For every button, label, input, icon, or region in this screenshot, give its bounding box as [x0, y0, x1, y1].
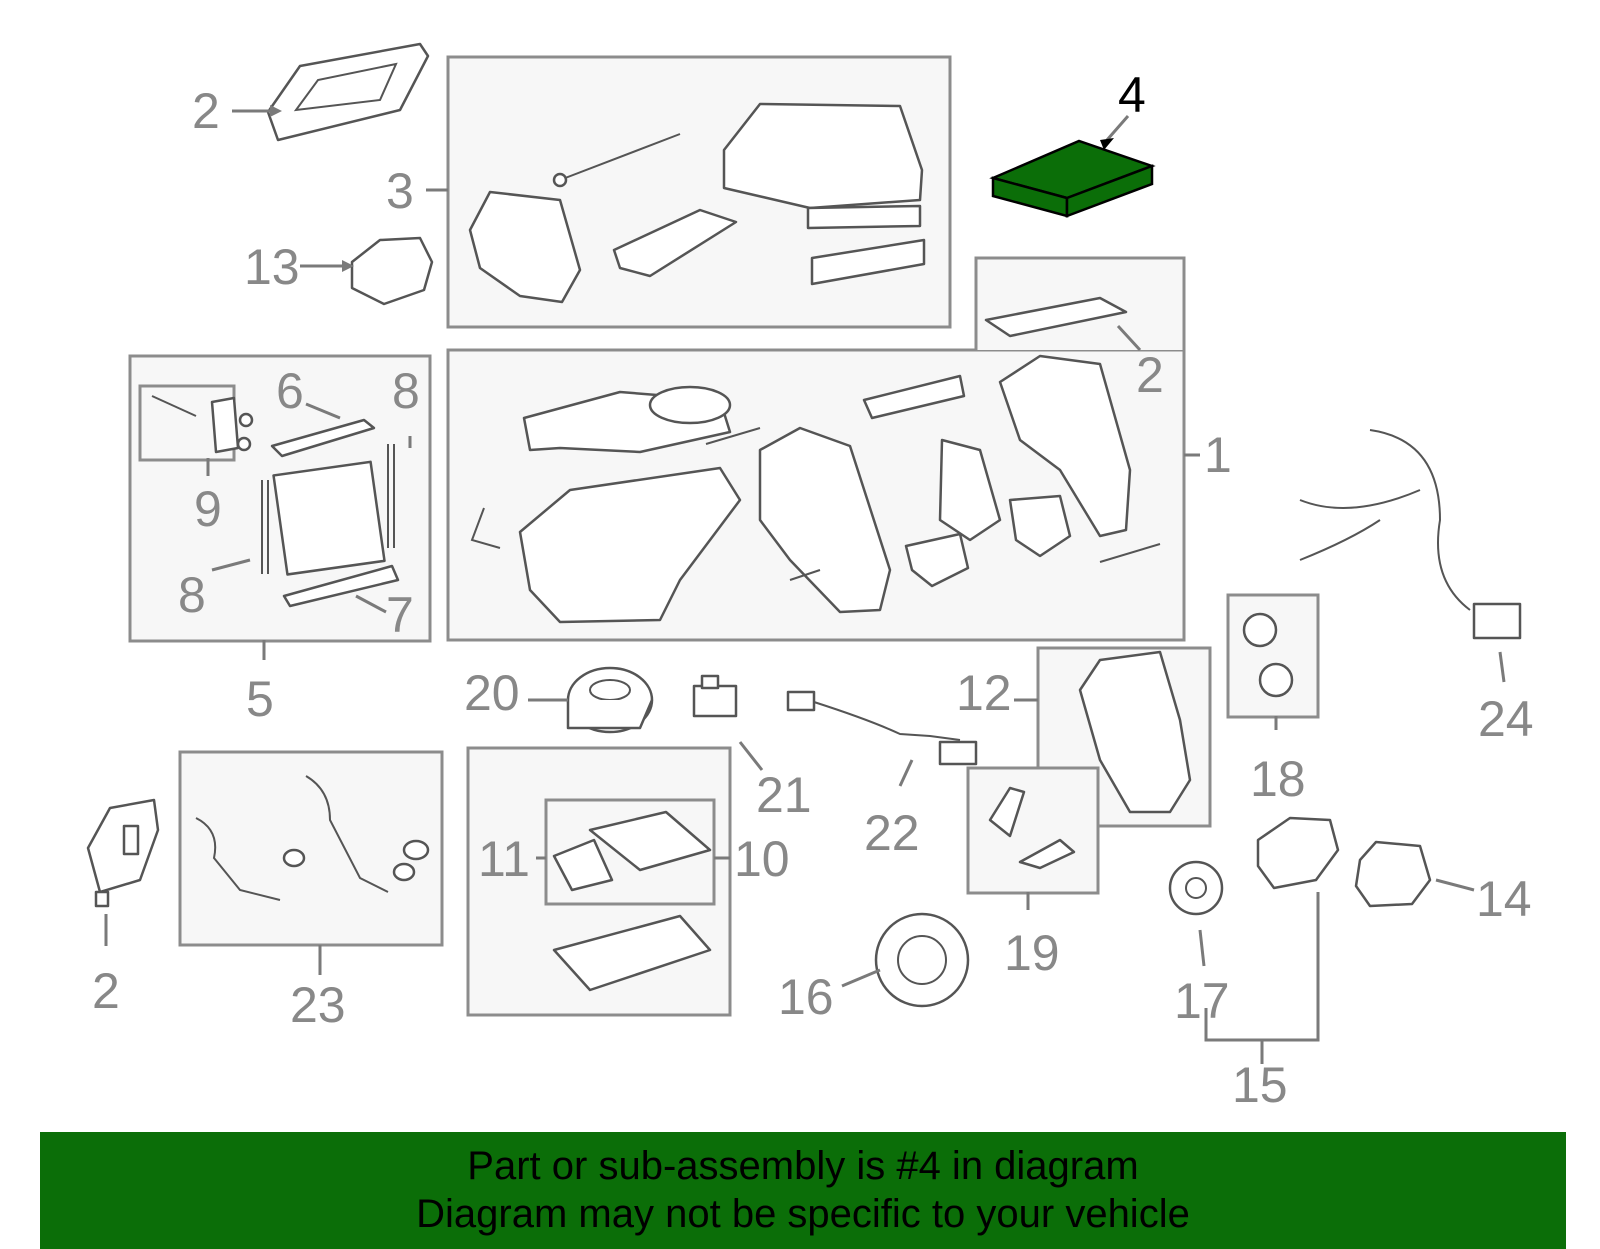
callout-2-bottom: 2	[92, 963, 120, 1019]
callout-9: 9	[194, 481, 222, 537]
gear-part-17	[1168, 860, 1224, 916]
actuator-part-13	[350, 236, 434, 306]
callout-12: 12	[956, 665, 1012, 721]
callout-7: 7	[386, 587, 414, 643]
callout-3: 3	[386, 163, 414, 219]
actuator-part-15	[1256, 816, 1340, 890]
blower-motor-part-20	[566, 666, 654, 734]
callout-19: 19	[1004, 925, 1060, 981]
callout-14: 14	[1476, 871, 1532, 927]
seal-parts-19	[988, 786, 1076, 870]
callout-5: 5	[246, 671, 274, 727]
callout-16: 16	[778, 969, 834, 1025]
leader-lines	[104, 105, 1506, 1064]
wire-harness-part-22	[786, 690, 978, 766]
callout-13: 13	[244, 239, 300, 295]
duct-part-2-left	[86, 798, 160, 908]
wire-harness-part-24	[1299, 429, 1522, 640]
resistor-part-21	[692, 674, 738, 718]
gear-parts-18	[1242, 612, 1294, 698]
hvac-lines-part-23	[195, 775, 430, 901]
banner-line-1: Part or sub-assembly is #4 in diagram	[467, 1144, 1139, 1188]
callout-8-bottom: 8	[178, 567, 206, 623]
callout-10: 10	[734, 831, 790, 887]
evaporator-parts-5	[151, 395, 400, 608]
group-box-18	[1226, 593, 1320, 719]
callout-24: 24	[1478, 691, 1534, 747]
gear-part-16	[874, 912, 970, 1008]
group-box-23	[178, 750, 444, 947]
callout-6: 6	[276, 363, 304, 419]
duct-part-2-top	[266, 42, 430, 142]
actuator-part-14	[1354, 840, 1432, 908]
info-banner: Part or sub-assembly is #4 in diagram Di…	[40, 1132, 1566, 1249]
callout-17: 17	[1174, 973, 1230, 1029]
callout-18: 18	[1250, 751, 1306, 807]
heater-core-parts-10	[552, 810, 712, 992]
callout-20: 20	[464, 665, 520, 721]
callout-22: 22	[864, 805, 920, 861]
callout-15: 15	[1232, 1057, 1288, 1113]
heater-case-parts-3	[468, 102, 926, 304]
callout-2-top: 2	[192, 83, 220, 139]
callout-21: 21	[756, 767, 812, 823]
case-part-12	[1078, 650, 1192, 814]
banner-line-2: Diagram may not be specific to your vehi…	[416, 1192, 1190, 1236]
callout-2-right: 2	[1136, 347, 1164, 403]
cabin-air-filter-part-4[interactable]	[989, 139, 1156, 218]
group-box-19	[966, 766, 1100, 895]
callout-23: 23	[290, 977, 346, 1033]
hvac-module-parts-1	[470, 296, 1161, 624]
callout-1: 1	[1204, 427, 1232, 483]
callout-4[interactable]: 4	[1118, 67, 1146, 123]
callout-8-top: 8	[392, 363, 420, 419]
callout-11: 11	[478, 831, 530, 887]
